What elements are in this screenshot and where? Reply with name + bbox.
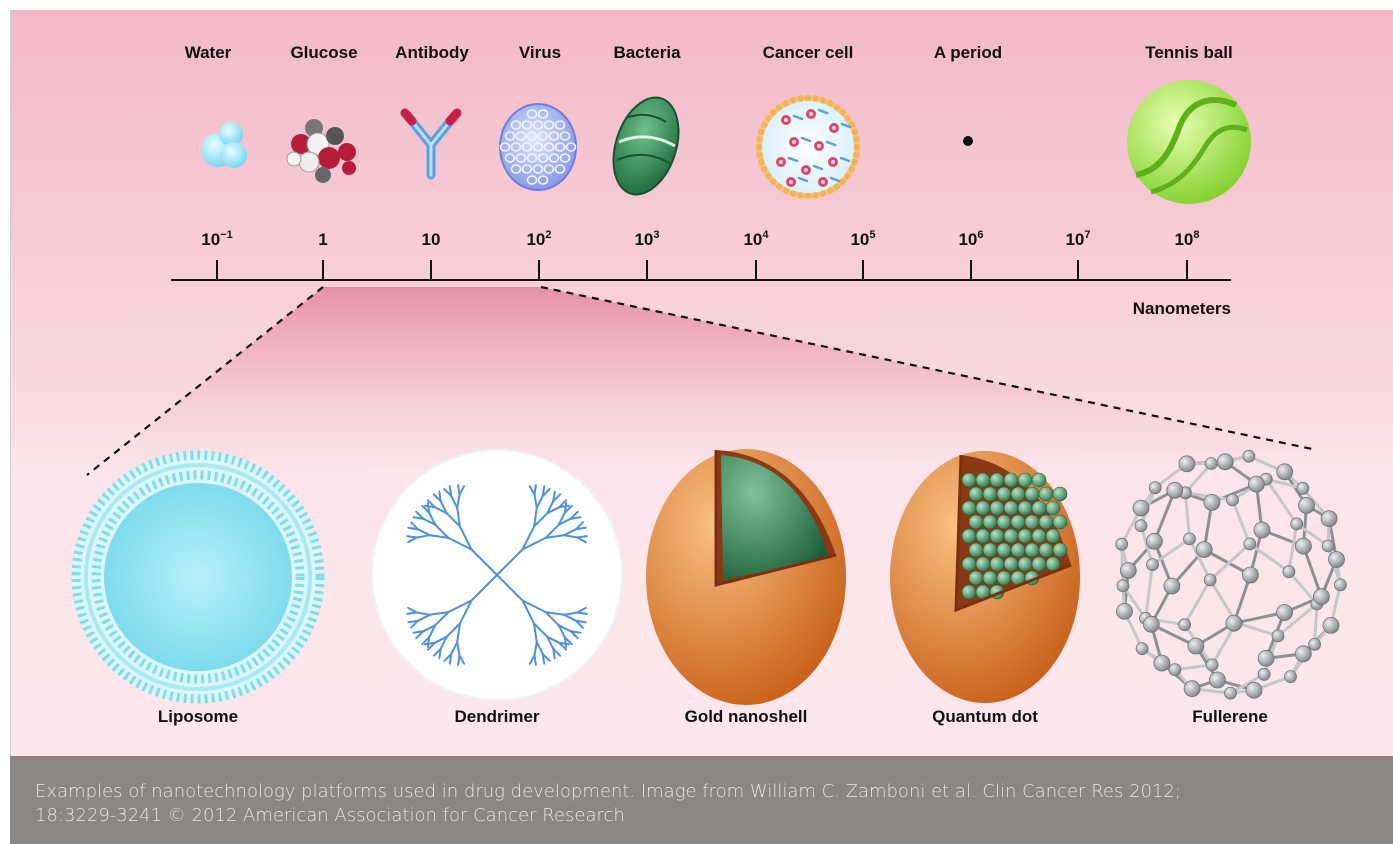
antibody-icon — [405, 113, 457, 175]
tick-label-4: 102 — [526, 229, 551, 249]
nanoscale-diagram: Nanometers Water Glucose Antibody Virus Bact… — [11, 10, 1393, 756]
scale-label-4: Virus — [519, 43, 561, 62]
tick-label-8: 106 — [958, 229, 983, 249]
tick-label-1: 10−1 — [201, 229, 232, 249]
scale-label-2: Glucose — [290, 43, 357, 62]
platform-label-2: Dendrimer — [454, 707, 539, 726]
tick-label-9: 107 — [1065, 229, 1090, 249]
bacteria-icon — [602, 89, 690, 203]
platform-label-3: Gold nanoshell — [685, 707, 808, 726]
glucose-molecule-icon — [287, 119, 356, 183]
scale-label-1: Water — [185, 43, 232, 62]
fullerene-icon — [1116, 450, 1347, 699]
water-drop-icon — [201, 122, 247, 168]
liposome-icon — [73, 452, 323, 702]
scale-label-8: Tennis ball — [1145, 43, 1233, 62]
size-axis — [171, 260, 1231, 280]
tick-label-7: 105 — [850, 229, 875, 249]
axis-unit-label: Nanometers — [1133, 299, 1231, 318]
quantum-dot-icon — [890, 451, 1080, 703]
dendrimer-icon — [372, 450, 622, 700]
caption-bar: Examples of nanotechnology platforms use… — [10, 756, 1393, 844]
scale-label-3: Antibody — [395, 43, 469, 62]
tick-label-10: 108 — [1174, 229, 1199, 249]
platform-label-4: Quantum dot — [932, 707, 1038, 726]
tick-label-2: 1 — [318, 230, 327, 249]
tick-label-6: 104 — [743, 229, 769, 249]
cancer-cell-icon — [756, 95, 860, 199]
platform-label-1: Liposome — [158, 707, 238, 726]
period-dot-icon — [963, 136, 973, 146]
tick-label-5: 103 — [634, 229, 659, 249]
nanoscale-figure: Nanometers Water Glucose Antibody Virus Bact… — [10, 10, 1393, 756]
tick-label-3: 10 — [422, 230, 441, 249]
virus-icon — [500, 104, 576, 190]
figure-caption: Examples of nanotechnology platforms use… — [35, 780, 1235, 828]
scale-label-5: Bacteria — [613, 43, 681, 62]
tennis-ball-icon — [1127, 80, 1251, 204]
gold-nanoshell-icon — [646, 449, 846, 705]
scale-label-7: A period — [934, 43, 1002, 62]
platform-label-5: Fullerene — [1192, 707, 1268, 726]
scale-label-6: Cancer cell — [763, 43, 854, 62]
